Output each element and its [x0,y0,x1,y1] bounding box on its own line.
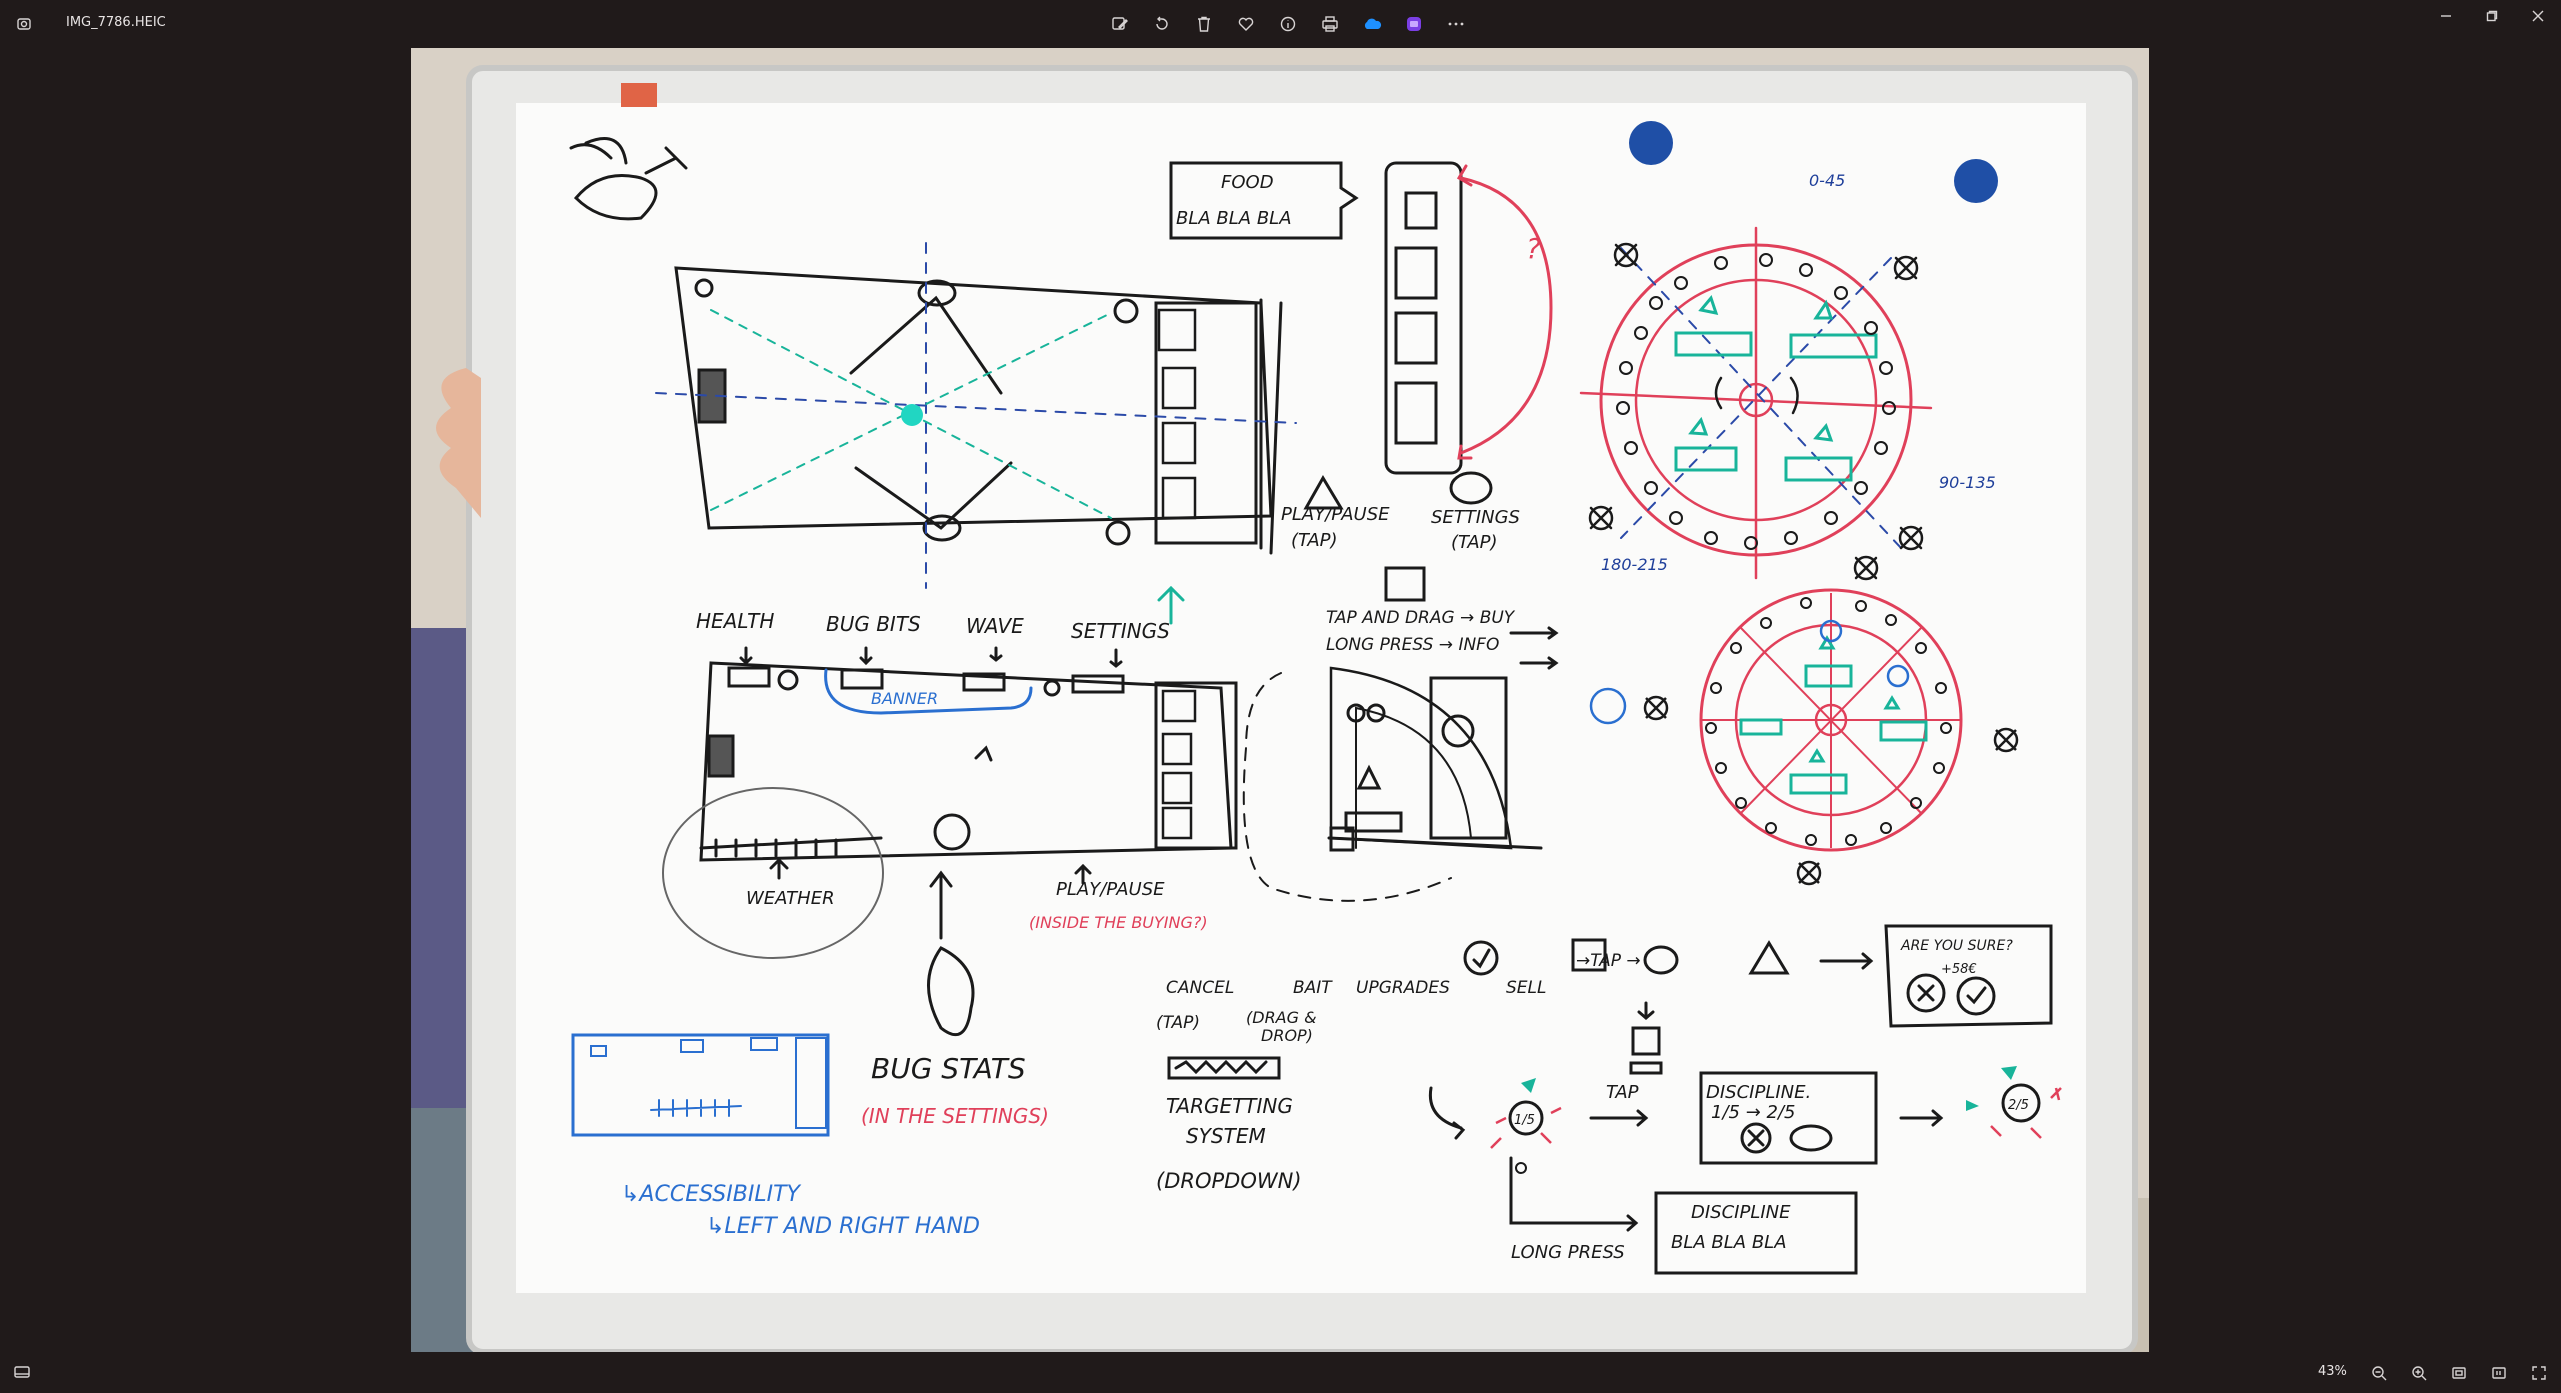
image-toolbar [1105,9,1471,39]
label-play-pause: PLAY/PAUSE [1056,879,1165,900]
label-drag-drop-2: DROP) [1261,1026,1313,1045]
label-discipline: DISCIPLINE. [1706,1082,1811,1103]
filmstrip-toggle-icon[interactable] [10,1362,34,1382]
label-question: ? [1526,232,1541,265]
zoom-in-icon[interactable] [2404,1359,2434,1387]
label-tap: TAP [1606,1082,1639,1103]
label-range-left: 180-215 [1601,555,1668,574]
label-cancel: CANCEL [1166,978,1234,998]
title-bar: IMG_7786.HEIC [0,0,2561,48]
label-in-settings: (IN THE SETTINGS) [861,1104,1049,1128]
full-screen-icon[interactable] [2524,1359,2554,1387]
label-bug-bits: BUG BITS [826,612,921,636]
label-badge-1: 1/5 [1514,1113,1535,1128]
zoom-out-icon[interactable] [2364,1359,2394,1387]
photos-app-icon[interactable] [0,0,48,48]
label-health: HEALTH [696,609,774,633]
label-banner: BANNER [871,689,938,708]
label-wave: WAVE [966,614,1024,638]
label-bla-bla: BLA BLA BLA [1671,1232,1787,1253]
label-long-press: LONG PRESS [1511,1242,1625,1263]
label-bait: BAIT [1293,978,1333,998]
photo-canvas[interactable]: HEALTH BUG BITS WAVE SETTINGS WEATHER PL… [411,48,2149,1352]
label-drag-drop-1: (DRAG & [1246,1008,1317,1027]
more-icon[interactable] [1441,9,1471,39]
actual-size-icon[interactable] [2484,1359,2514,1387]
zoom-controls [2364,1359,2554,1387]
label-discipline-2: DISCIPLINE [1691,1202,1791,1223]
label-discipline-progress: 1/5 → 2/5 [1711,1102,1795,1123]
label-bug-stats: BUG STATS [871,1052,1026,1085]
label-sell: SELL [1506,978,1546,998]
label-range-right: 90-135 [1939,473,1996,492]
zoom-level: 43% [2318,1364,2347,1379]
label-left-right-hand: ↳LEFT AND RIGHT HAND [706,1214,980,1239]
close-icon[interactable] [2515,0,2561,32]
favorite-heart-icon[interactable] [1231,9,1261,39]
label-are-you-sure: ARE YOU SURE? [1900,938,2013,954]
label-tap-1: (TAP) [1291,530,1338,551]
label-targeting-1: TARGETTING [1166,1094,1293,1118]
label-weather: WEATHER [746,888,835,909]
label-range-top: 0-45 [1809,171,1845,190]
restore-icon[interactable] [2469,0,2515,32]
delete-icon[interactable] [1189,9,1219,39]
onedrive-cloud-icon[interactable] [1357,9,1387,39]
label-targeting-2: SYSTEM [1186,1124,1266,1148]
file-name: IMG_7786.HEIC [66,15,166,30]
whiteboard-sketch [569,137,2053,1275]
label-tap-2: (TAP) [1451,532,1498,553]
label-settings-tap: SETTINGS [1431,507,1520,528]
label-tap-paren: (TAP) [1156,1013,1200,1033]
label-long-press-info: LONG PRESS → INFO [1326,635,1499,655]
rotate-icon[interactable] [1147,9,1177,39]
label-upgrades: UPGRADES [1356,978,1450,998]
label-sure-value: +58€ [1941,962,1977,977]
window-controls [2423,0,2561,32]
label-accessibility: ↳ACCESSIBILITY [621,1182,802,1207]
label-play-pause-tap: PLAY/PAUSE [1281,504,1390,525]
print-icon[interactable] [1315,9,1345,39]
label-inside-buying: (INSIDE THE BUYING?) [1029,913,1208,932]
edit-image-icon[interactable] [1105,9,1135,39]
label-badge-2: 2/5 [2008,1098,2029,1113]
fit-to-window-icon[interactable] [2444,1359,2474,1387]
clipchamp-icon[interactable] [1399,9,1429,39]
tower-radius-dial-1 [1579,226,1933,581]
label-dropdown: (DROPDOWN) [1156,1169,1302,1193]
label-food-2: BLA BLA BLA [1176,208,1292,229]
tower-radius-dial-2 [1589,588,2019,886]
info-icon[interactable] [1273,9,1303,39]
label-tap-drag: TAP AND DRAG → BUY [1326,608,1516,628]
label-settings: SETTINGS [1071,619,1170,643]
label-arrow-tap: →TAP → [1576,951,1641,971]
minimize-icon[interactable] [2423,0,2469,32]
status-bar: 43% [0,1352,2561,1393]
label-food-1: FOOD [1221,172,1274,193]
